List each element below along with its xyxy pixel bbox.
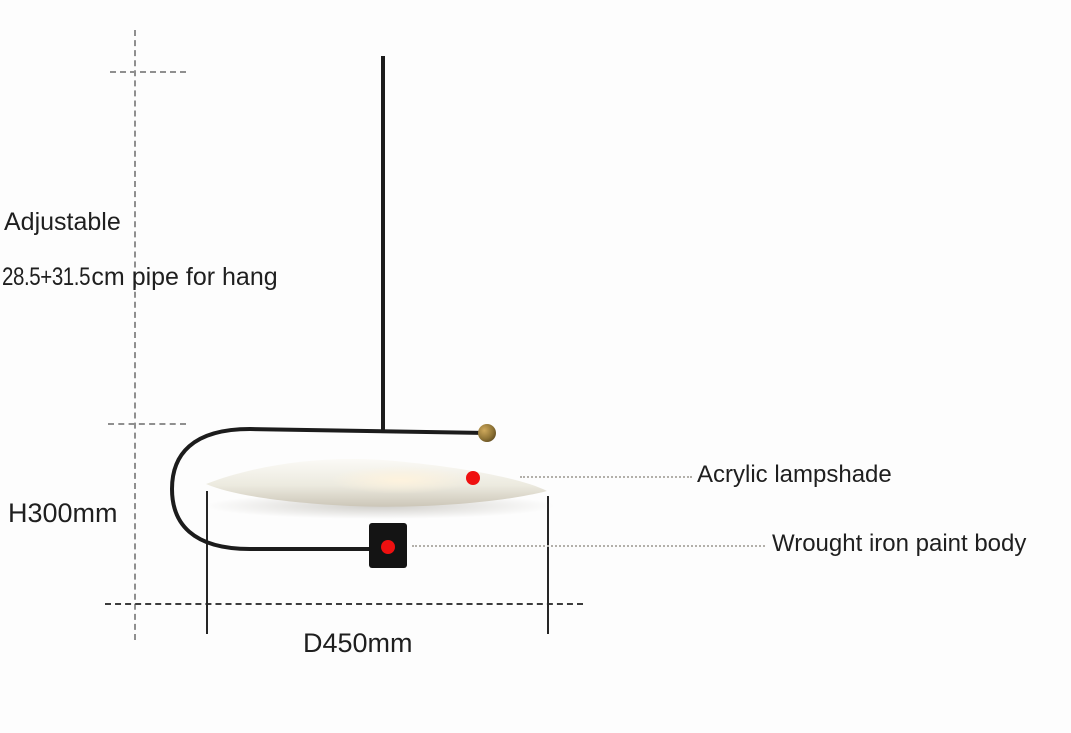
diameter-extent-left	[206, 491, 208, 634]
middle-dash-tick	[108, 423, 186, 425]
bottom-dashed-baseline	[105, 603, 583, 605]
lampshade-glow	[330, 466, 470, 494]
label-pipe-for-hang: cm pipe for hang	[91, 263, 278, 291]
label-pipe-row: 28.5+31.5cm pipe for hang	[2, 263, 278, 292]
top-dash-tick	[110, 71, 186, 73]
label-adjustable: Adjustable	[4, 208, 121, 236]
marker-dot-body	[381, 540, 395, 554]
vertical-dashed-guide	[134, 30, 136, 640]
label-diameter: D450mm	[303, 628, 413, 658]
label-acrylic-lampshade: Acrylic lampshade	[697, 461, 892, 488]
label-wrought-iron-body: Wrought iron paint body	[772, 530, 1027, 557]
marker-dot-lampshade	[466, 471, 480, 485]
brass-connector	[478, 424, 496, 442]
label-pipe-length: 28.5+31.5	[2, 263, 91, 291]
diameter-extent-right	[547, 496, 549, 634]
leader-line-body	[412, 545, 765, 547]
curved-wire	[169, 426, 489, 551]
label-height: H300mm	[8, 498, 118, 528]
leader-line-lampshade	[520, 476, 692, 478]
